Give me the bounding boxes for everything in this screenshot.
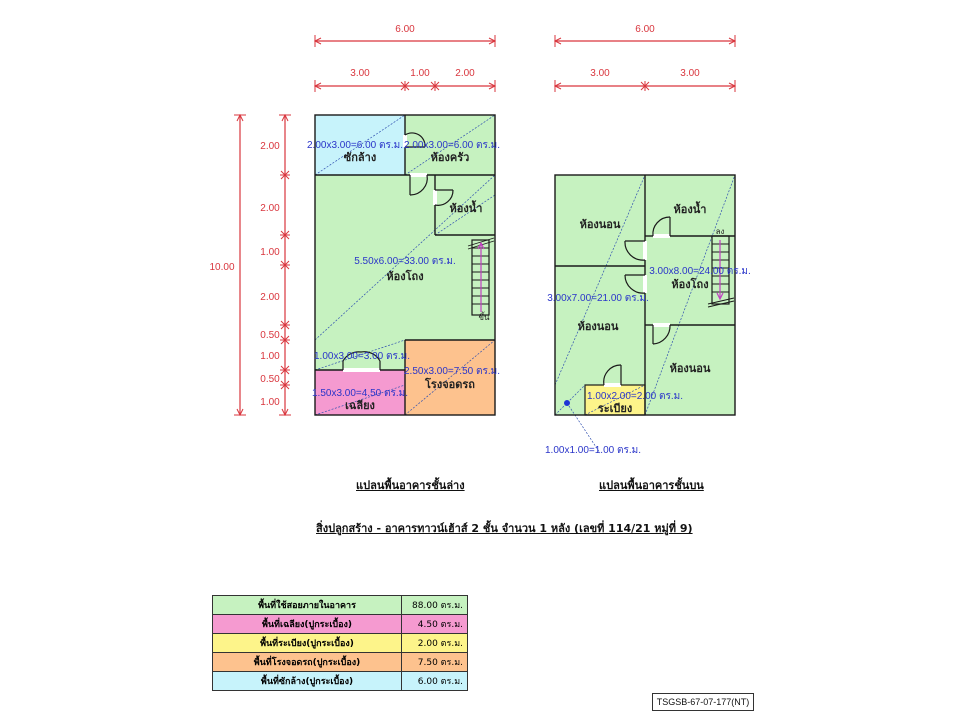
door-icons	[603, 216, 671, 387]
dim-label: 2.00	[455, 68, 475, 79]
summary-row: พื้นที่ระเบียง(ปูกระเบื้อง)2.00 ตร.ม.	[212, 633, 468, 653]
dim-label: 10.00	[209, 262, 234, 273]
bedroom3-label: ห้องนอน	[670, 362, 711, 375]
summary-row: พื้นที่ซักล้าง(ปูกระเบื้อง)6.00 ตร.ม.	[212, 671, 468, 691]
summary-label: พื้นที่ใช้สอยภายในอาคาร	[212, 595, 402, 615]
dim-label: 2.00	[260, 203, 280, 214]
ground-dim-left-parts: 2.00 2.00 1.00 2.00 0.50 1.00 0.50 1.00	[260, 113, 291, 417]
summary-label: พื้นที่เฉลียง(ปูกระเบื้อง)	[212, 614, 402, 634]
upper-dim-top-parts: 3.00 3.00	[553, 68, 737, 92]
hall-label: ห้องโถง	[386, 269, 423, 283]
dim-label: 1.00	[260, 247, 280, 258]
garage-area: 2.50x3.00=7.50 ตร.ม.	[404, 366, 500, 377]
porch-room	[315, 370, 405, 415]
garage-label: โรงจอดรถ	[424, 377, 475, 391]
kitchen-area: 2.00x3.00=6.00 ตร.ม.	[404, 140, 500, 151]
corner-area-marker	[564, 400, 570, 406]
summary-value: 4.50 ตร.ม.	[401, 614, 468, 634]
dim-label: 1.00	[260, 351, 280, 362]
summary-label: พื้นที่โรงจอดรถ(ปูกระเบื้อง)	[212, 652, 402, 672]
upper-bathroom-label: ห้องน้ำ	[674, 201, 707, 216]
area-diagonals	[314, 114, 496, 416]
walls	[554, 174, 736, 416]
dim-label: 2.00	[260, 141, 280, 152]
laundry-label: ซักล้าง	[344, 151, 376, 164]
hall-area: 5.50x6.00=33.00 ตร.ม.	[354, 256, 456, 267]
dim-label: 3.00	[590, 68, 610, 79]
summary-row: พื้นที่โรงจอดรถ(ปูกระเบื้อง)7.50 ตร.ม.	[212, 652, 468, 672]
area-diagonals	[554, 174, 736, 454]
kitchen-label: ห้องครัว	[431, 151, 470, 164]
summary-value: 2.00 ตร.ม.	[401, 633, 468, 653]
entry-area: 1.00x3.00=3.00 ตร.ม.	[314, 351, 410, 362]
dim-label: 0.50	[260, 374, 280, 385]
dim-label: 0.50	[260, 330, 280, 341]
upper-hall-area: 3.00x8.00=24.00 ตร.ม.	[649, 266, 751, 277]
ground-floor-plan: ขึ้น 2.00x3.00=6.00 ตร.ม. ซักล้าง 2.00x3…	[307, 114, 500, 416]
garage-room	[405, 340, 495, 415]
summary-row: พื้นที่เฉลียง(ปูกระเบื้อง)4.50 ตร.ม.	[212, 614, 468, 634]
dim-label: 6.00	[635, 24, 655, 35]
dim-label: 1.00	[410, 68, 430, 79]
drawing-title: สิ่งปลูกสร้าง - อาคารทาวน์เฮ้าส์ 2 ชั้น …	[316, 522, 693, 535]
ground-dim-top-parts: 3.00 1.00 2.00	[313, 68, 497, 92]
balcony-label: ระเบียง	[598, 402, 632, 415]
bedroom2-area: 3.00x7.00=21.00 ตร.ม.	[547, 293, 649, 304]
porch-label: เฉลียง	[345, 399, 375, 412]
upper-stairs: ลง	[707, 227, 735, 308]
dim-label: 1.00	[260, 397, 280, 408]
bedroom2-label: ห้องนอน	[578, 320, 619, 333]
dim-label: 2.00	[260, 292, 280, 303]
upper-hall-label: ห้องโถง	[671, 277, 708, 291]
ground-dim-top-total: 6.00	[313, 24, 497, 47]
bedroom1-label: ห้องนอน	[580, 218, 621, 231]
upper-floor-plan: ลง ห้องนอน ห้องน้ำ 3.00x8.00=24.00 ตร.ม.…	[545, 174, 751, 456]
balcony-area: 1.00x2.00=2.00 ตร.ม.	[587, 391, 683, 402]
summary-label: พื้นที่ซักล้าง(ปูกระเบื้อง)	[212, 671, 402, 691]
document-code: TSGSB-67-07-177(NT)	[652, 693, 754, 711]
summary-label: พื้นที่ระเบียง(ปูกระเบื้อง)	[212, 633, 402, 653]
stair-down-label: ลง	[716, 227, 725, 236]
upper-floor-caption: แปลนพื้นอาคารชั้นบน	[599, 479, 704, 492]
summary-value: 7.50 ตร.ม.	[401, 652, 468, 672]
dim-label: 6.00	[395, 24, 415, 35]
ground-dim-left-total: 10.00	[209, 113, 246, 417]
walls	[314, 114, 496, 416]
summary-value: 6.00 ตร.ม.	[401, 671, 468, 691]
laundry-area: 2.00x3.00=6.00 ตร.ม.	[307, 140, 403, 151]
dim-label: 3.00	[350, 68, 370, 79]
stair-up-label: ขึ้น	[479, 311, 490, 322]
ground-floor-caption: แปลนพื้นอาคารชั้นล่าง	[356, 479, 465, 492]
upper-dim-top-total: 6.00	[553, 24, 737, 47]
ground-bathroom-label: ห้องน้ำ	[450, 200, 483, 215]
dim-label: 3.00	[680, 68, 700, 79]
door-icons	[342, 132, 454, 372]
porch-area: 1.50x3.00=4.50 ตร.ม.	[312, 388, 408, 399]
ground-stairs: ขึ้น	[467, 237, 495, 322]
corner-area: 1.00x1.00=1.00 ตร.ม.	[545, 445, 641, 456]
summary-value: 88.00 ตร.ม.	[401, 595, 468, 615]
